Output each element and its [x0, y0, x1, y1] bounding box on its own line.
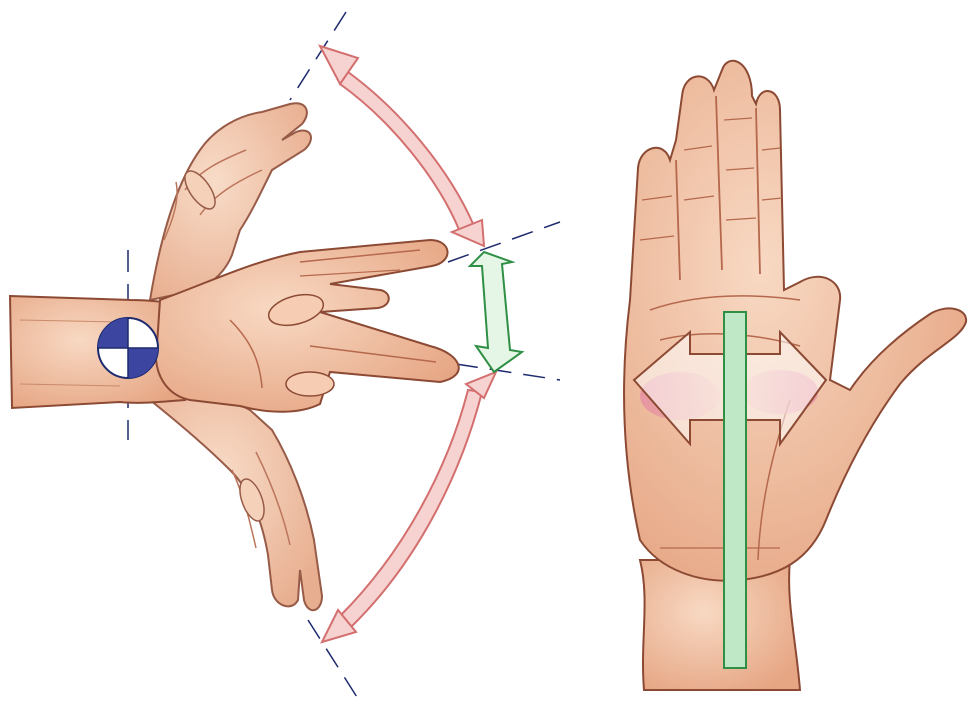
right-panel: [624, 61, 966, 690]
neutral-range-arrow: [470, 252, 522, 372]
palm-axis-bar: [724, 312, 746, 668]
flexion-arc-arrow: [322, 372, 496, 642]
wrist-axis-marker: [98, 318, 158, 378]
left-panel: [10, 12, 560, 705]
extension-arc-arrow: [320, 46, 484, 246]
hand-flexed-down: [150, 392, 322, 611]
